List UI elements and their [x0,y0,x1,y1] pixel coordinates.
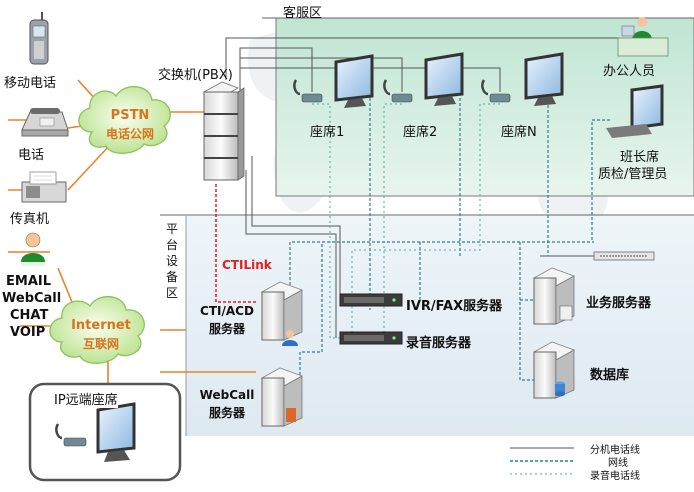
mobile-phone-label: 移动电话 [4,76,57,91]
service-email: EMAIL [6,274,51,289]
seat-1-workstation [293,54,374,108]
pstn-cloud-title: PSTN [110,108,150,123]
legend-lines [510,447,574,475]
pstn-cloud [78,86,171,154]
business-server-label: 业务服务器 [586,296,652,311]
recording-server-icon [339,331,403,345]
business-server-icon [533,267,575,325]
webcall-server-label-2: 服务器 [208,406,245,420]
service-chat: CHAT [10,308,49,323]
legend-recording-line: 录音电话线 [590,471,640,482]
ivr-fax-server-icon [339,293,403,307]
platform-zone-label-3: 设 [166,254,179,268]
internet-user-icon [21,232,45,266]
fax-icon [21,171,67,203]
supervisor-workstation [606,84,664,138]
network-switch-icon [593,251,655,261]
seat-2-workstation [383,52,464,106]
seat-n-workstation [481,52,564,106]
legend-extension-line: 分机电话线 [590,445,640,456]
pbx-label: 交换机(PBX) [158,68,233,83]
internet-cloud-title: Internet [71,318,131,333]
platform-zone-label-2: 台 [166,238,179,252]
recording-lines [312,103,500,339]
database-server-icon [533,341,575,399]
seat-1-label: 座席1 [310,125,345,140]
supervisor-label-2: 质检/管理员 [598,167,668,182]
desk-phone-icon [21,108,69,137]
platform-zone-label-5: 区 [166,286,179,300]
internet-cloud [49,296,145,364]
ctilink-line [215,184,258,303]
platform-zone-label-4: 备 [166,270,179,284]
internet-cloud-subtitle: 互联网 [82,337,119,351]
cti-acd-server-icon [261,281,303,346]
phone-label: 电话 [18,148,45,163]
cti-acd-label-2: 服务器 [208,322,245,336]
pbx-icon [203,81,245,181]
ivr-fax-label: IVR/FAX服务器 [406,299,503,314]
seat-n-label: 座席N [501,125,537,140]
service-webcall: WebCall [2,291,62,306]
webcall-server-icon [261,367,303,427]
legend-network-line: 网线 [608,458,628,469]
supervisor-label-1: 班长席 [620,150,660,165]
mobile-phone-icon [29,12,49,65]
database-label: 数据库 [590,368,630,383]
service-voip: VOIP [10,325,46,340]
zone-customer-service-label: 客服区 [283,6,323,21]
office-staff-label: 办公人员 [603,64,656,79]
remote-seat-label: IP远端座席 [54,389,118,408]
seat-2-label: 座席2 [403,125,438,140]
ctilink-label: CTILink [222,258,272,272]
network-lines [289,98,610,381]
cti-acd-label-1: CTI/ACD [200,304,254,318]
remote-seat-workstation [55,402,136,462]
platform-zone-label-1: 平 [166,222,179,236]
pstn-cloud-subtitle: 电话公网 [105,127,154,141]
webcall-server-label-1: WebCall [199,388,255,402]
recording-server-label: 录音服务器 [406,336,472,351]
fax-label: 传真机 [10,212,50,227]
office-staff-icon [617,17,669,57]
